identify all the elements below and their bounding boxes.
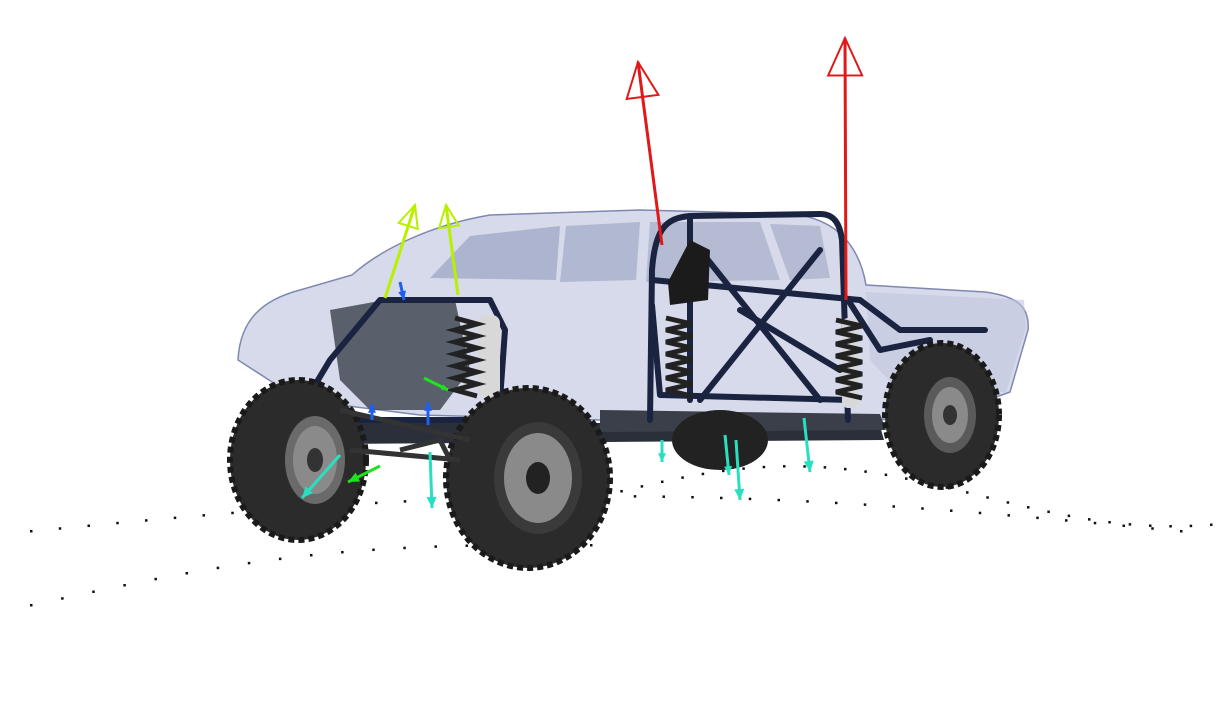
force-arrow-blue [398,281,406,301]
force-arrow-green [347,464,381,484]
force-arrow-cyan [723,434,733,476]
rear-far-wheel [672,410,768,470]
truck-model[interactable] [227,209,1029,571]
seat [668,240,710,305]
side-window-front [560,222,640,282]
force-arrow-cyan [734,439,745,501]
front-left-wheel [227,377,369,543]
force-arrow-blue [368,404,376,420]
force-arrow-red [826,35,864,301]
rear-right-wheel [882,340,1002,490]
force-arrow-cyan [300,454,342,499]
force-arrow-yellowgreen [437,202,461,296]
front-spring [445,315,487,399]
force-arrow-cyan [426,451,437,509]
windshield [430,226,560,280]
rear-window [770,224,830,280]
force-arrow-green [423,376,449,392]
front-right-wheel [443,385,613,571]
force-arrow-yellowgreen [383,202,419,299]
force-arrow-red [625,59,664,246]
rear-spring-right [835,317,863,401]
trajectory-path [30,465,1213,607]
side-window-rear [646,222,780,282]
front-shock [445,315,500,399]
front-control-arms [339,407,471,463]
force-arrow-blue [424,402,432,425]
force-arrow-cyan [802,417,814,473]
force-vectors [300,35,864,509]
rear-spring-left [665,315,693,399]
rear-shock-left [665,315,863,408]
force-arrow-cyan [658,440,666,462]
